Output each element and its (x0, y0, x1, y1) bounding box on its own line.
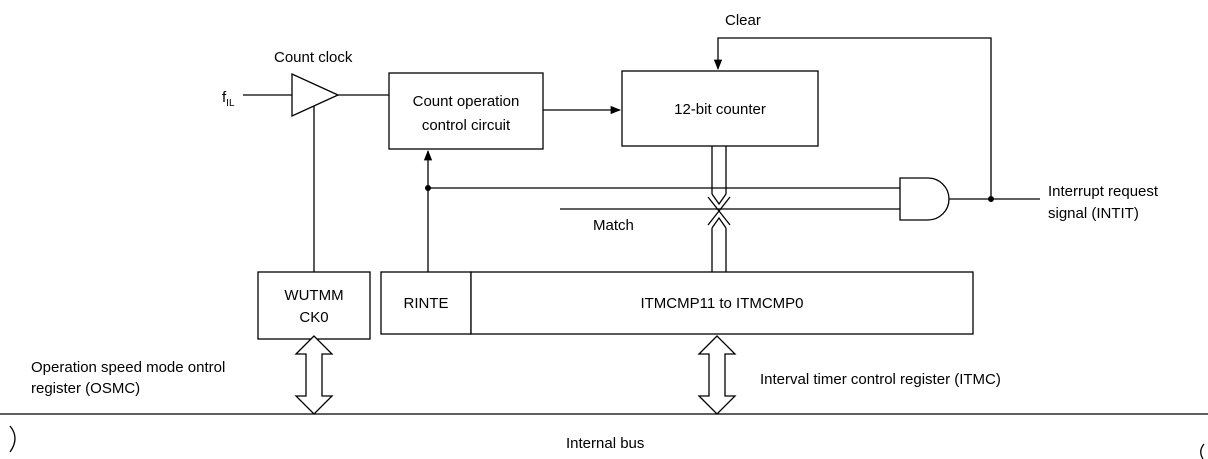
rinte-enable-line (427, 187, 900, 272)
itmc-bus-arrow (697, 335, 737, 415)
comparator-symbol (707, 196, 731, 226)
clear-feedback-line (713, 37, 992, 197)
rinte-junction-dot (425, 185, 431, 191)
count-clock-label: Count clock (274, 49, 353, 66)
count-control-label-line2: control circuit (422, 117, 511, 134)
clock-source-main: f (222, 89, 227, 106)
wutmmck0-label-line1: WUTMM (284, 287, 343, 304)
internal-bus-left-break (9, 425, 16, 453)
count-control-label-line1: Count operation (413, 93, 520, 110)
and-gate-symbol (899, 177, 950, 221)
internal-bus-right-break (1200, 443, 1205, 459)
osmc-bus-arrow (294, 335, 334, 415)
rinte-label: RINTE (404, 295, 449, 312)
itmcmp-register-field (470, 271, 974, 335)
interrupt-label-line2: signal (INTIT) (1048, 205, 1139, 222)
clock-source-label: fIL (222, 89, 235, 109)
compare-register-bus (711, 216, 727, 272)
svg-text:fIL: fIL (222, 89, 235, 109)
osmc-label-line2: register (OSMC) (31, 380, 140, 397)
match-label: Match (593, 217, 634, 234)
count-operation-control-circuit (388, 72, 544, 150)
counter-label: 12-bit counter (674, 101, 766, 118)
itmc-label: Interval timer control register (ITMC) (760, 371, 1001, 388)
clear-label: Clear (725, 12, 761, 29)
osmc-label-line1: Operation speed mode ontrol (31, 359, 225, 376)
wutmmck0-register (257, 271, 371, 340)
rinte-register-field (380, 271, 472, 335)
interrupt-junction-dot (988, 196, 994, 202)
clock-source-subscript: IL (226, 98, 235, 109)
wutmmck0-label-line2: CK0 (299, 309, 328, 326)
itmcmp-label: ITMCMP11 to ITMCMP0 (640, 295, 803, 312)
counter-output-bus (711, 146, 727, 206)
count-clock-gate-symbol (291, 72, 340, 118)
interrupt-label-line1: Interrupt request (1048, 183, 1159, 200)
internal-bus-label: Internal bus (566, 435, 644, 452)
twelve-bit-counter (621, 70, 819, 147)
